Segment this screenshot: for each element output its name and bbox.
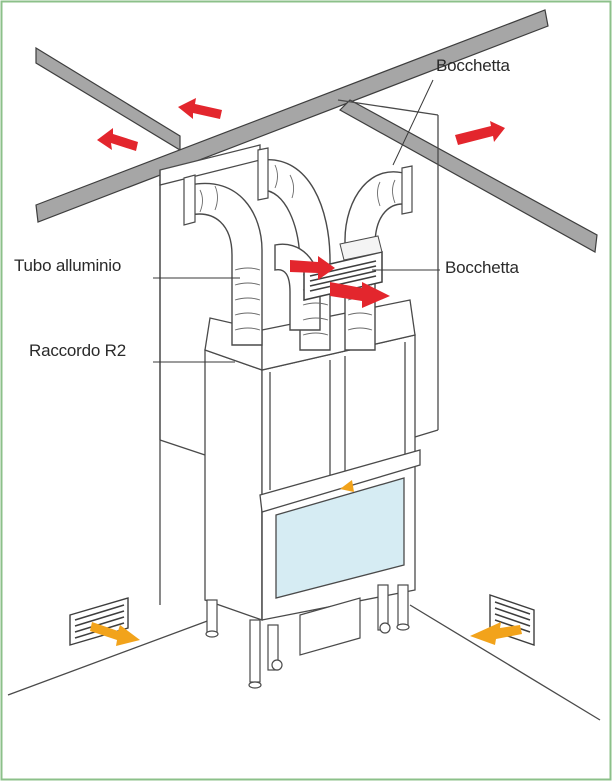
- label-leaders: [153, 79, 440, 363]
- fireplace-legs: [205, 584, 410, 689]
- floor-vent-slats: [74, 601, 531, 639]
- hot-air-arrow: [97, 98, 505, 308]
- intake-air-arrow: [90, 480, 522, 646]
- label-raccordo: Raccordo R2: [29, 341, 127, 360]
- fireplace-glass: [275, 477, 405, 599]
- central-vent-grille: [303, 235, 383, 301]
- hood-box: [159, 99, 439, 456]
- label-tubo-alluminio: Tubo alluminio: [14, 256, 122, 275]
- label-bocchetta-top: Bocchetta: [436, 56, 510, 75]
- duct-flanges: [183, 147, 413, 226]
- label-bocchetta-mid: Bocchetta: [445, 258, 519, 277]
